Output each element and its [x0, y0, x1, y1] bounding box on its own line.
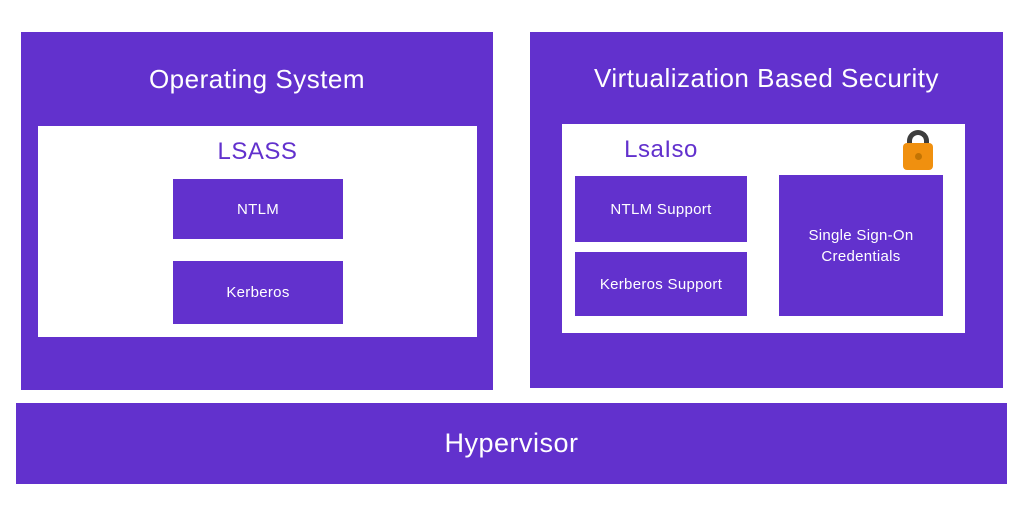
lock-shackle: [907, 130, 929, 148]
kerberos-support-label: Kerberos Support: [599, 275, 723, 293]
lock-icon: [903, 130, 933, 170]
sso-credentials-box: Single Sign-On Credentials: [779, 175, 943, 316]
lsass-title: LSASS: [217, 138, 298, 165]
lsaiso-box: LsaIso NTLM Support Kerberos Support Sin…: [562, 124, 965, 333]
kerberos-box: Kerberos: [173, 261, 343, 324]
ntlm-support-box: NTLM Support: [575, 176, 747, 242]
lsaiso-title: LsaIso: [624, 136, 698, 163]
sso-credentials-label: Single Sign-On Credentials: [808, 226, 914, 265]
ntlm-support-label: NTLM Support: [610, 200, 712, 218]
kerberos-label: Kerberos: [226, 284, 290, 301]
lock-body: [903, 143, 933, 170]
os-panel: Operating System LSASS NTLM Kerberos: [21, 32, 493, 390]
ntlm-label: NTLM: [236, 200, 280, 218]
lsass-box: LSASS NTLM Kerberos: [38, 126, 477, 337]
kerberos-support-box: Kerberos Support: [575, 252, 747, 316]
os-panel-title: Operating System: [148, 63, 366, 94]
vbs-panel-title: Virtualization Based Security: [594, 62, 939, 93]
ntlm-box: NTLM: [173, 179, 343, 239]
hypervisor-bar: Hypervisor: [16, 403, 1007, 484]
hypervisor-label: Hypervisor: [444, 428, 579, 458]
lock-keyhole: [914, 153, 922, 160]
vbs-panel: Virtualization Based Security LsaIso NTL…: [530, 32, 1003, 388]
